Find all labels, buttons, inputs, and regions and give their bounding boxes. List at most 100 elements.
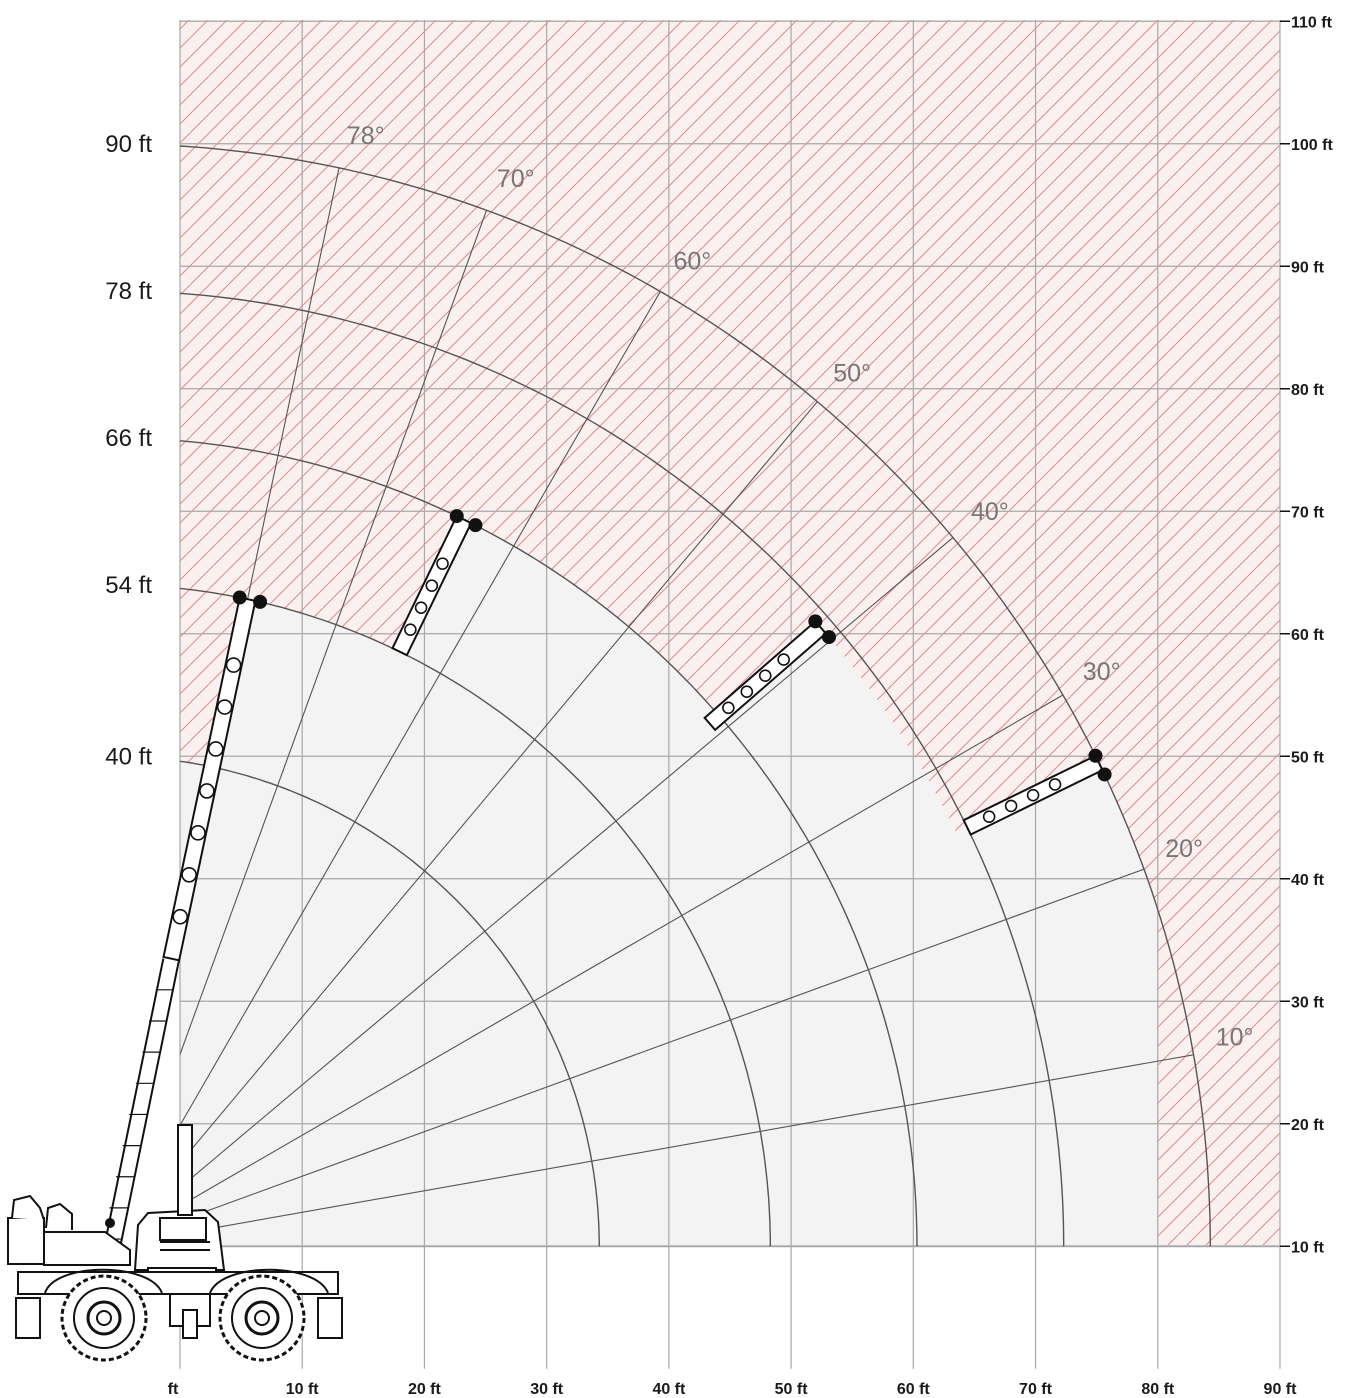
boom-arc-78 bbox=[179, 292, 1065, 1247]
boom-hole bbox=[414, 601, 428, 614]
boom-hole bbox=[1026, 788, 1040, 802]
boom-hole bbox=[216, 699, 233, 715]
boom-hole bbox=[1004, 799, 1018, 813]
height-tick-label: 10 ft bbox=[1291, 1239, 1325, 1256]
boom-hole bbox=[225, 657, 242, 673]
boom-section-64deg bbox=[391, 509, 483, 657]
height-axis: 10 ft 20 ft 30 ft 40 ft 50 ft 60 ft 70 ft 80 ft… bbox=[1280, 14, 1333, 1256]
distance-tick-label: 10 ft bbox=[286, 1381, 320, 1398]
outrigger-left bbox=[15, 1297, 41, 1339]
boom-positions bbox=[102, 509, 1112, 1247]
sheave-icon bbox=[1088, 748, 1103, 763]
height-tick-label: 30 ft bbox=[1291, 994, 1325, 1011]
angle-label: 30° bbox=[1083, 658, 1121, 686]
angle-label: 20° bbox=[1165, 835, 1203, 863]
angle-label: 78° bbox=[347, 122, 385, 150]
boom-hole bbox=[190, 825, 206, 841]
outrigger-right bbox=[317, 1297, 343, 1339]
height-tick-label: 90 ft bbox=[1291, 259, 1325, 276]
angle-label: 50° bbox=[833, 360, 871, 388]
angle-label: 70° bbox=[497, 165, 535, 193]
sheave-icon bbox=[253, 594, 268, 609]
crane-carrier-illustration bbox=[7, 1124, 343, 1339]
boom-hole bbox=[172, 908, 189, 925]
boom-hole bbox=[740, 685, 754, 699]
engine-housing bbox=[11, 1194, 45, 1221]
distance-tick-label: 70 ft bbox=[1019, 1381, 1053, 1398]
angle-label: 40° bbox=[971, 498, 1009, 526]
height-tick-label: 80 ft bbox=[1291, 382, 1325, 399]
distance-tick-label: 20 ft bbox=[408, 1381, 442, 1398]
boom-arc-90 bbox=[179, 145, 1211, 1247]
hook-block bbox=[182, 1309, 198, 1339]
cab-door bbox=[160, 1241, 210, 1251]
boom-angle-labels: 10°20°30°40°50°60°70°78° bbox=[347, 122, 1254, 1052]
hoist-cylinder bbox=[177, 1124, 193, 1216]
boom-length-label: 40 ft bbox=[105, 743, 152, 770]
cab-window bbox=[159, 1217, 207, 1241]
angle-rays bbox=[180, 167, 1194, 1235]
height-tick-label: 110 ft bbox=[1291, 14, 1333, 31]
wheel-cap bbox=[254, 1310, 270, 1326]
distance-tick-label: ft bbox=[168, 1381, 179, 1398]
boom-section-78deg bbox=[102, 590, 268, 1247]
boom-length-labels: 40 ft 54 ft 66 ft 78 ft 90 ft bbox=[105, 131, 152, 770]
boom-hole bbox=[404, 623, 417, 636]
height-tick-label: 50 ft bbox=[1291, 749, 1325, 766]
wheel-cap bbox=[96, 1310, 112, 1326]
distance-tick-label: 40 ft bbox=[652, 1381, 686, 1398]
boom-section-41deg bbox=[703, 614, 836, 732]
sheave-icon bbox=[468, 518, 483, 533]
boom-arc-66 bbox=[179, 440, 918, 1247]
boom-length-label: 54 ft bbox=[105, 572, 152, 599]
boom-hole bbox=[777, 653, 790, 666]
distance-axis: ft 10 ft 20 ft 30 ft 40 ft 50 ft 60 ft 70 ft 80 … bbox=[168, 1381, 1297, 1398]
angle-ray-70 bbox=[180, 210, 488, 1057]
sheave-icon bbox=[449, 509, 464, 524]
fender-front bbox=[209, 1268, 329, 1294]
boom-length-label: 90 ft bbox=[105, 131, 152, 158]
carrier-wheels bbox=[60, 1274, 306, 1362]
angle-ray-50 bbox=[180, 401, 818, 1164]
boom-hole bbox=[982, 810, 996, 823]
boom-section-26deg bbox=[962, 748, 1112, 836]
boom-hole bbox=[722, 701, 735, 715]
angle-ray-20 bbox=[180, 868, 1145, 1222]
boom-arc-40 bbox=[179, 760, 600, 1247]
angle-ray-60 bbox=[180, 291, 661, 1127]
upper-deck bbox=[43, 1231, 131, 1266]
boom-hole bbox=[207, 741, 224, 757]
boom-length-arcs bbox=[179, 145, 1211, 1247]
distance-tick-label: 50 ft bbox=[775, 1381, 809, 1398]
boom-pivot bbox=[105, 1218, 115, 1228]
boom-hole bbox=[1048, 778, 1062, 791]
boom-arc-54 bbox=[179, 587, 771, 1247]
boom-hole bbox=[199, 783, 215, 799]
distance-tick-label: 60 ft bbox=[897, 1381, 931, 1398]
height-tick-label: 60 ft bbox=[1291, 627, 1325, 644]
height-tick-label: 20 ft bbox=[1291, 1117, 1325, 1134]
sheave-icon bbox=[1097, 767, 1112, 782]
distance-tick-label: 80 ft bbox=[1141, 1381, 1175, 1398]
angle-ray-40 bbox=[180, 537, 954, 1189]
height-tick-label: 100 ft bbox=[1291, 137, 1333, 154]
counterweight bbox=[7, 1217, 45, 1265]
boom-main bbox=[103, 958, 181, 1247]
boom-hole bbox=[436, 557, 449, 570]
boom-hole bbox=[181, 866, 197, 883]
distance-tick-label: 90 ft bbox=[1264, 1381, 1298, 1398]
sheave-icon bbox=[808, 614, 823, 629]
distance-tick-label: 30 ft bbox=[530, 1381, 564, 1398]
height-tick-label: 70 ft bbox=[1291, 504, 1325, 521]
height-tick-label: 40 ft bbox=[1291, 872, 1325, 889]
sheave-icon bbox=[821, 630, 836, 645]
angle-ray-10 bbox=[180, 1054, 1194, 1235]
angle-ray-30 bbox=[180, 694, 1064, 1207]
boom-hole bbox=[758, 669, 772, 682]
fender-rear bbox=[44, 1268, 163, 1294]
sheave-icon bbox=[232, 590, 247, 605]
boom-hole bbox=[425, 579, 439, 592]
boom-length-label: 66 ft bbox=[105, 425, 152, 452]
boom-length-label: 78 ft bbox=[105, 278, 152, 305]
